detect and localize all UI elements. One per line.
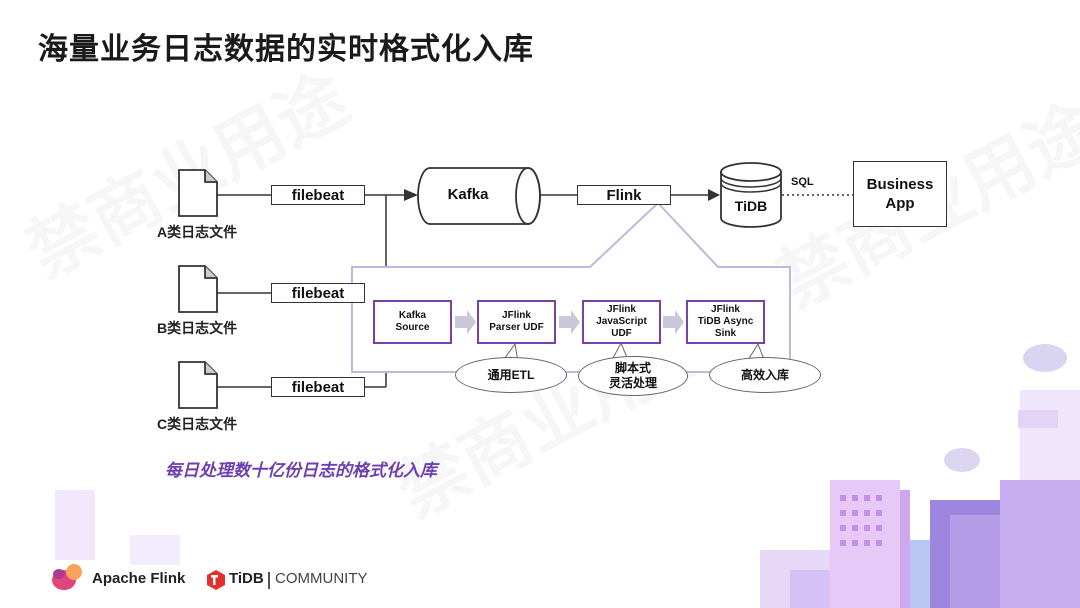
flink-brand: Apache Flink bbox=[92, 570, 186, 587]
business-app-box: Business App bbox=[853, 161, 947, 227]
footer-divider bbox=[268, 572, 270, 589]
tidb-database-icon bbox=[720, 162, 782, 228]
stage-parser-udf: JFlink Parser UDF bbox=[477, 300, 556, 344]
callout-script: 脚本式 灵活处理 bbox=[578, 356, 688, 396]
tidb-brand: TiDB bbox=[229, 570, 264, 587]
community-label: COMMUNITY bbox=[275, 570, 368, 587]
stage-javascript-udf: JFlink JavaScript UDF bbox=[582, 300, 661, 344]
file-label-a: A类日志文件 bbox=[157, 224, 238, 240]
tidb-logo-icon bbox=[207, 570, 225, 590]
file-label-c: C类日志文件 bbox=[157, 416, 238, 432]
file-label-b: B类日志文件 bbox=[157, 320, 238, 336]
page-title: 海量业务日志数据的实时格式化入库 bbox=[38, 33, 534, 66]
document-icon bbox=[178, 265, 218, 313]
tidb-label: TiDB bbox=[734, 198, 768, 214]
cube-decoration bbox=[55, 490, 180, 565]
kafka-label: Kafka bbox=[447, 186, 489, 203]
document-icon bbox=[178, 361, 218, 409]
stage-tidb-async-sink: JFlink TiDB Async Sink bbox=[686, 300, 765, 344]
document-icon bbox=[178, 169, 218, 217]
sql-label: SQL bbox=[791, 176, 814, 188]
flink-box: Flink bbox=[577, 185, 671, 205]
caption: 每日处理数十亿份日志的格式化入库 bbox=[165, 461, 437, 480]
callout-etl: 通用ETL bbox=[455, 357, 567, 393]
flink-squirrel-logo bbox=[52, 564, 82, 590]
callout-efficient-ingest: 高效入库 bbox=[709, 357, 821, 393]
city-illustration bbox=[760, 344, 1080, 608]
filebeat-box-b: filebeat bbox=[271, 283, 365, 303]
stage-kafka-source: Kafka Source bbox=[373, 300, 452, 344]
filebeat-box-a: filebeat bbox=[271, 185, 365, 205]
kafka-queue-shape bbox=[417, 167, 541, 225]
filebeat-box-c: filebeat bbox=[271, 377, 365, 397]
